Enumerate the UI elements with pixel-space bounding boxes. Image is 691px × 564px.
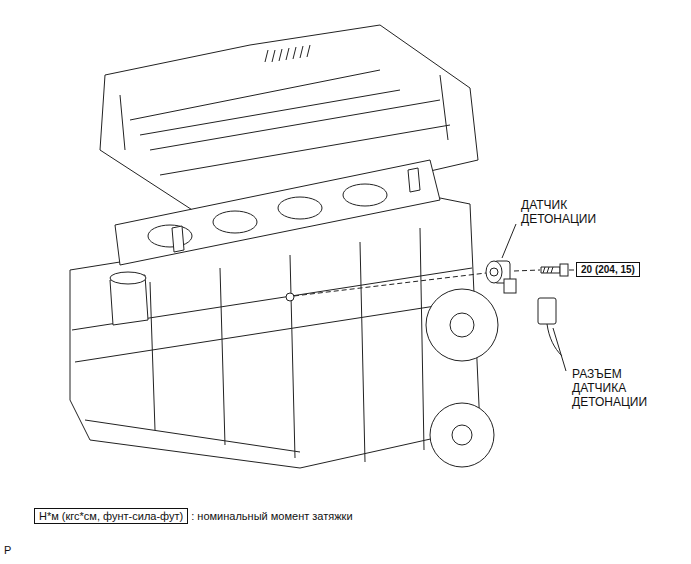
- legend-text: : номинальный момент затяжки: [191, 509, 352, 523]
- bolt-head: [560, 264, 568, 276]
- sensor-mount: [286, 293, 294, 301]
- block-ribs: [72, 228, 474, 462]
- crank-hub: [452, 425, 472, 445]
- part-name: ДАТЧИК ДЕТОНАЦИИ: [521, 198, 621, 226]
- torque-box: 20 (204, 15): [576, 262, 640, 277]
- port: [278, 197, 322, 219]
- bolt-symbol: [541, 264, 568, 276]
- manifold-flange: [115, 160, 440, 265]
- port: [213, 211, 257, 233]
- node-text: 20 (204, 15): [581, 264, 635, 275]
- bolt-shank: [541, 267, 560, 273]
- alternator-pulley: [426, 289, 498, 361]
- head-details: [120, 45, 450, 175]
- node-text: Н*м (кгс*см, фунт-сила-фут): [39, 510, 183, 522]
- port: [343, 184, 387, 206]
- part-name: РАЗЪЕМ ДАТЧИКА ДЕТОНАЦИИ: [572, 367, 672, 409]
- alternator-hub: [450, 313, 474, 337]
- injector: [172, 168, 420, 252]
- sensor-face: [486, 261, 502, 283]
- crank-pulley: [430, 403, 494, 467]
- sensor-hole: [490, 268, 498, 276]
- engine-body: [70, 25, 498, 468]
- page-mark: P: [4, 543, 11, 557]
- leader-line: [502, 224, 574, 371]
- connector-body: [538, 298, 556, 324]
- knock-sensor-symbol: [486, 261, 516, 293]
- legend-box: Н*м (кгс*см, фунт-сила-фут): [34, 508, 188, 524]
- port: [148, 225, 192, 247]
- sensor-plug: [504, 279, 516, 293]
- oil-filter-end: [110, 272, 146, 284]
